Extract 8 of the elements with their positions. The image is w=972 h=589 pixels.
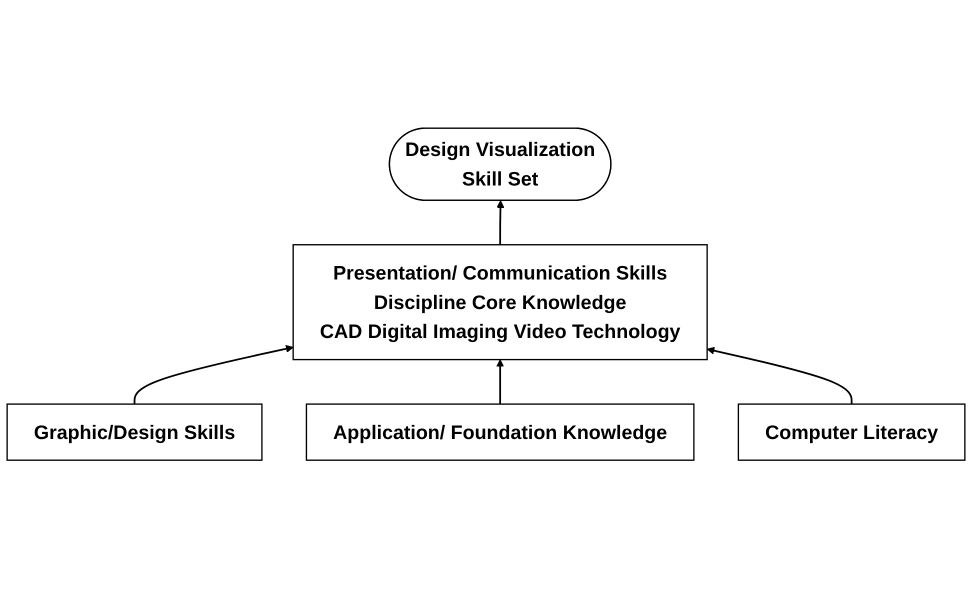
arrow	[496, 200, 504, 246]
node-box: Graphic/Design Skills	[6, 404, 263, 462]
arrow	[706, 347, 853, 404]
node-box: Application/ Foundation Knowledge	[306, 404, 695, 462]
arrow	[496, 360, 504, 404]
node-box: Computer Literacy	[738, 404, 966, 462]
node-box: Presentation/ Communication Skills Discipline Core Knowledge CAD Digital Imaging Video Technology	[292, 244, 708, 361]
arrow	[134, 345, 294, 404]
